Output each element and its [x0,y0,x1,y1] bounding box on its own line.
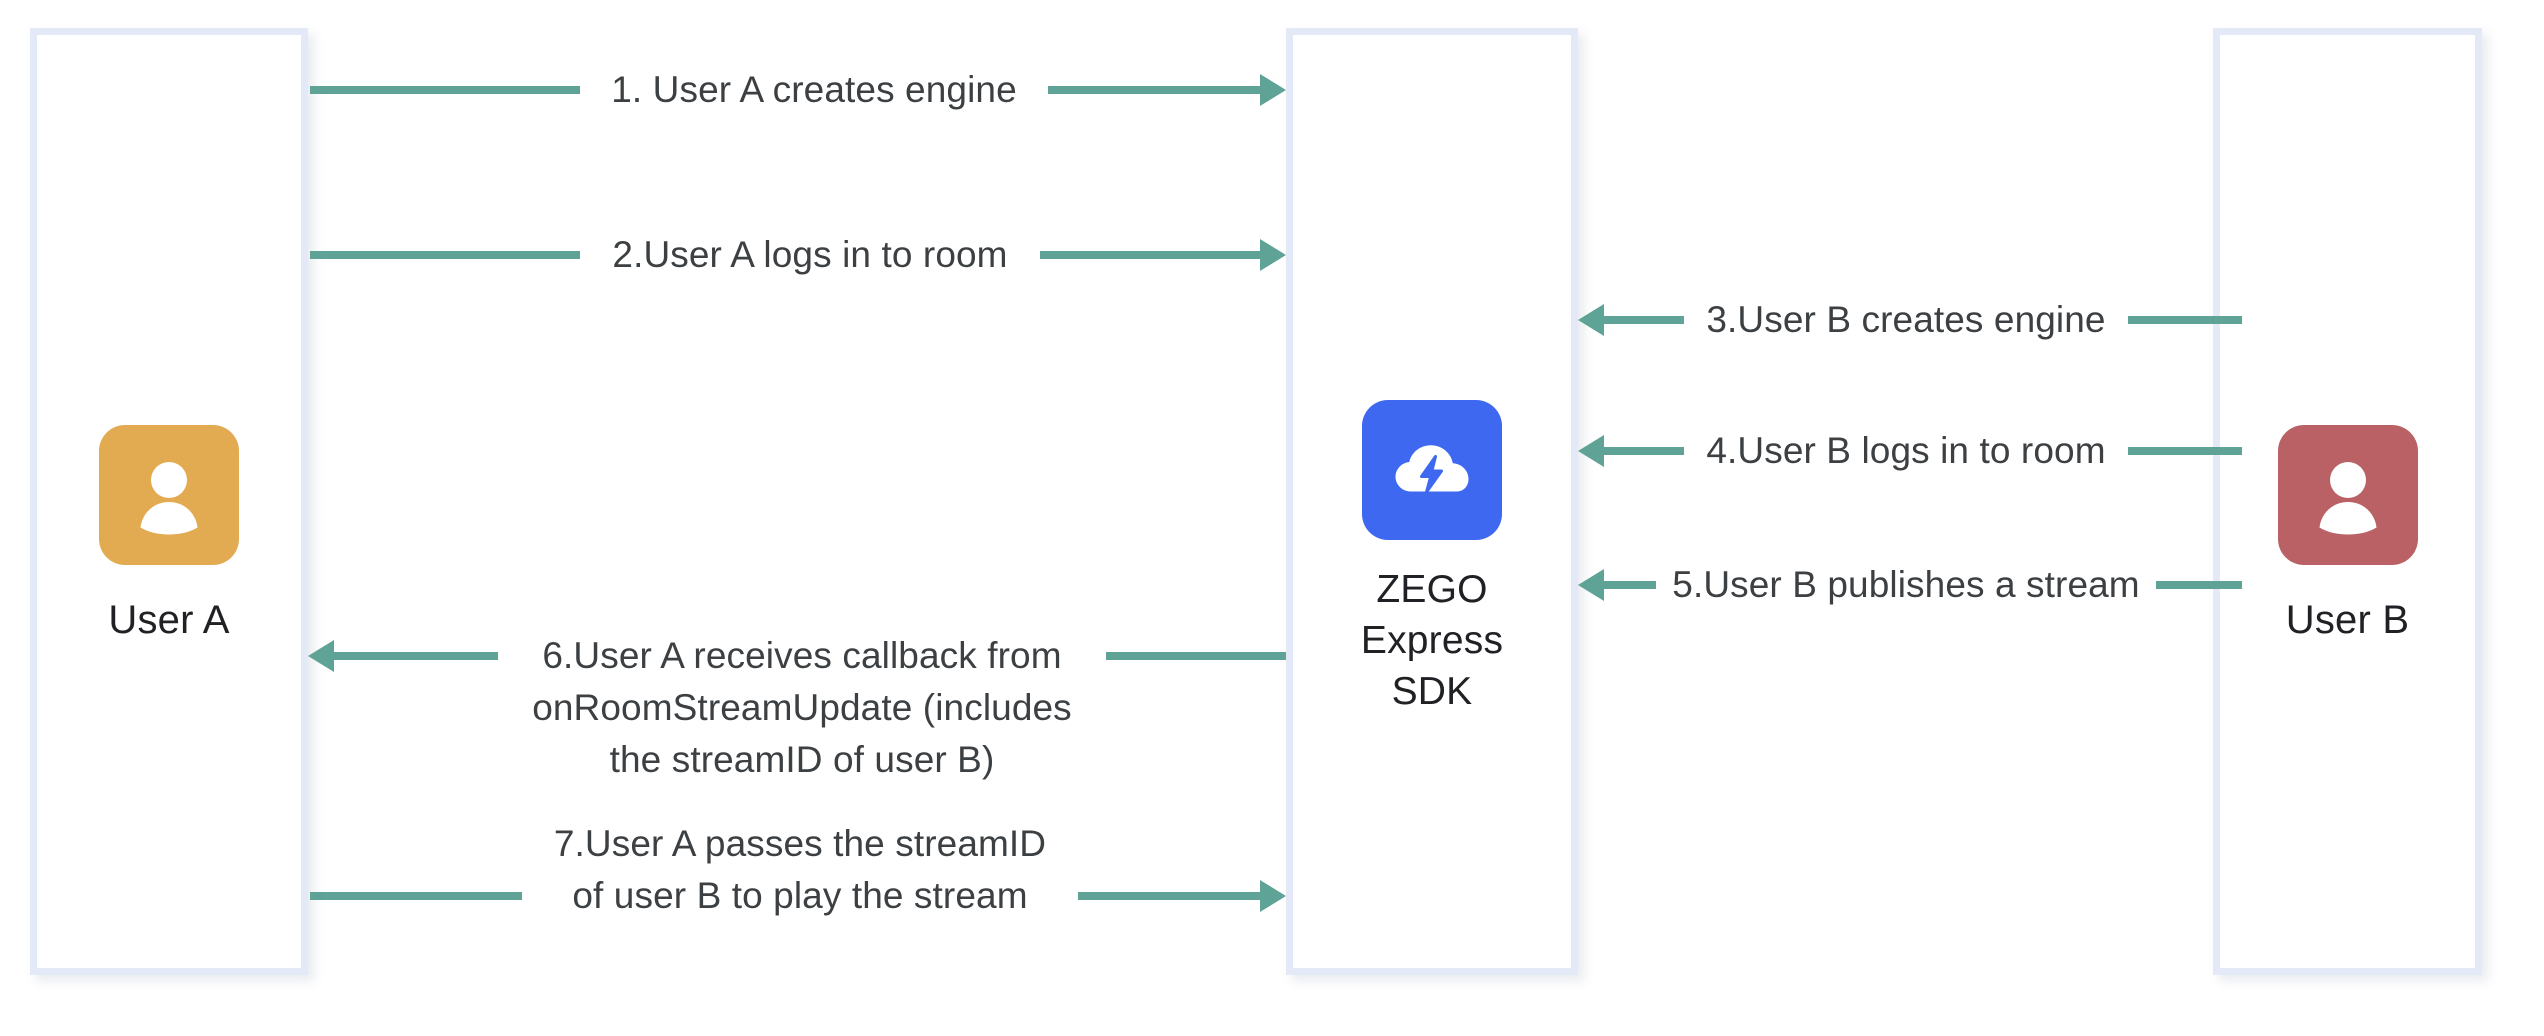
arrow-line-5b [2156,581,2242,589]
message-label-2: 2.User A logs in to room [612,234,1008,275]
arrow-line-7b [1078,892,1260,900]
actor-zego-express-sdk: ZEGO Express SDK [1293,400,1571,717]
actor-label-user-b: User B [2285,598,2410,642]
arrow-line-4b [2128,447,2242,455]
lifeline-user-b: User B [2213,28,2482,975]
lifeline-user-a: User A [30,28,308,975]
message-label-6: 6.User A receives callback from onRoomSt… [532,635,1072,780]
message-label-1: 1. User A creates engine [611,69,1017,110]
arrow-line-5a [1604,581,1656,589]
arrow-line-2a [310,251,580,259]
arrow-line-7a [310,892,522,900]
arrow-line-4a [1604,447,1684,455]
arrow-head-5 [1578,569,1604,601]
message-label-7: 7.User A passes the streamID of user B t… [553,823,1047,916]
user-avatar-icon [2277,425,2418,565]
zego-cloud-bolt-icon [1362,400,1502,540]
arrow-line-6a [334,652,498,660]
actor-label-user-a: User A [108,598,230,642]
arrow-line-3a [1604,316,1684,324]
arrow-head-2 [1260,239,1286,271]
user-avatar-icon [99,425,239,565]
arrow-line-6b [1106,652,1286,660]
arrow-head-1 [1260,74,1286,106]
arrow-head-4 [1578,435,1604,467]
arrow-line-2b [1040,251,1260,259]
arrow-head-6 [308,640,334,672]
actor-user-b: User B [2220,425,2475,645]
lifeline-zego-express-sdk: ZEGO Express SDK [1286,28,1578,975]
message-label-4: 4.User B logs in to room [1706,430,2106,471]
actor-label-zego-express-sdk: ZEGO Express SDK [1360,568,1504,713]
arrow-line-3b [2128,316,2242,324]
arrow-head-7 [1260,880,1286,912]
message-label-3: 3.User B creates engine [1706,299,2106,340]
message-label-5: 5.User B publishes a stream [1672,564,2140,605]
arrow-head-3 [1578,304,1604,336]
arrow-line-1b [1048,86,1260,94]
arrow-line-1a [310,86,580,94]
actor-user-a: User A [37,425,301,645]
